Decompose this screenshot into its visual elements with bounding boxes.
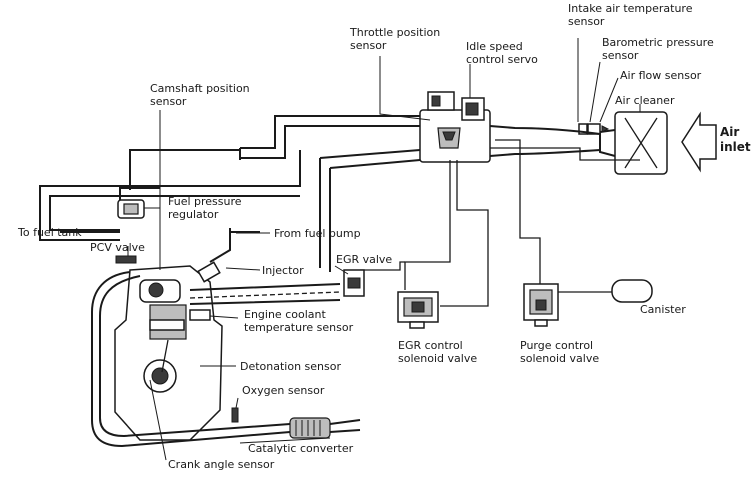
detonation-sensor-label: Detonation sensor [240, 360, 341, 373]
oxygen-sensor [231, 407, 239, 423]
air-cleaner-label: Air cleaner [615, 94, 675, 107]
camshaft-position-sensor-label: Camshaft position sensor [150, 82, 253, 108]
egr-valve-label: EGR valve [336, 253, 392, 266]
egr-control-solenoid-valve-label: EGR control solenoid valve [398, 339, 477, 365]
pcv-valve [115, 255, 137, 264]
injector-label: Injector [262, 264, 304, 277]
air-inlet-label: Air inlet [720, 125, 751, 154]
fuel-pressure-regulator-label: Fuel pressure regulator [168, 195, 245, 221]
barometric-pressure-sensor-label: Barometric pressure sensor [602, 36, 717, 62]
air-flow-sensor-label: Air flow sensor [620, 69, 702, 82]
throttle-body [419, 91, 491, 163]
egr-valve [343, 269, 365, 297]
canister [556, 279, 653, 303]
engine-block [114, 261, 223, 441]
crank-angle-sensor-label: Crank angle sensor [168, 458, 275, 471]
fuel-lines [60, 187, 260, 263]
air-cleaner [599, 111, 668, 175]
throttle-position-sensor-label: Throttle position sensor [349, 26, 444, 52]
intake-manifold [189, 283, 341, 305]
to-fuel-tank-label: To fuel tank [17, 226, 82, 239]
vacuum-hoses [39, 139, 640, 307]
egr-passage [189, 291, 341, 299]
engine-coolant-temperature-sensor-label: Engine coolant temperature sensor [244, 308, 354, 334]
oxygen-sensor-label: Oxygen sensor [242, 384, 325, 397]
from-fuel-pump-label: From fuel pump [274, 227, 361, 240]
purge-control-solenoid-valve [523, 283, 559, 327]
fuel-pressure-regulator [117, 199, 145, 219]
pcv-valve-label: PCV valve [90, 241, 145, 254]
idle-speed-control-servo-label: Idle speed control servo [466, 40, 538, 66]
leader-lines [127, 38, 641, 461]
exhaust-pipe [91, 271, 361, 448]
purge-control-solenoid-valve-label: Purge control solenoid valve [520, 339, 599, 365]
egr-control-solenoid-valve [397, 291, 439, 329]
catalytic-converter [289, 417, 331, 439]
catalytic-converter-label: Catalytic converter [248, 442, 354, 455]
canister-label: Canister [640, 303, 686, 316]
air-inlet-arrow [681, 111, 717, 173]
intake-air-temperature-sensor-label: Intake air temperature sensor [568, 2, 696, 28]
